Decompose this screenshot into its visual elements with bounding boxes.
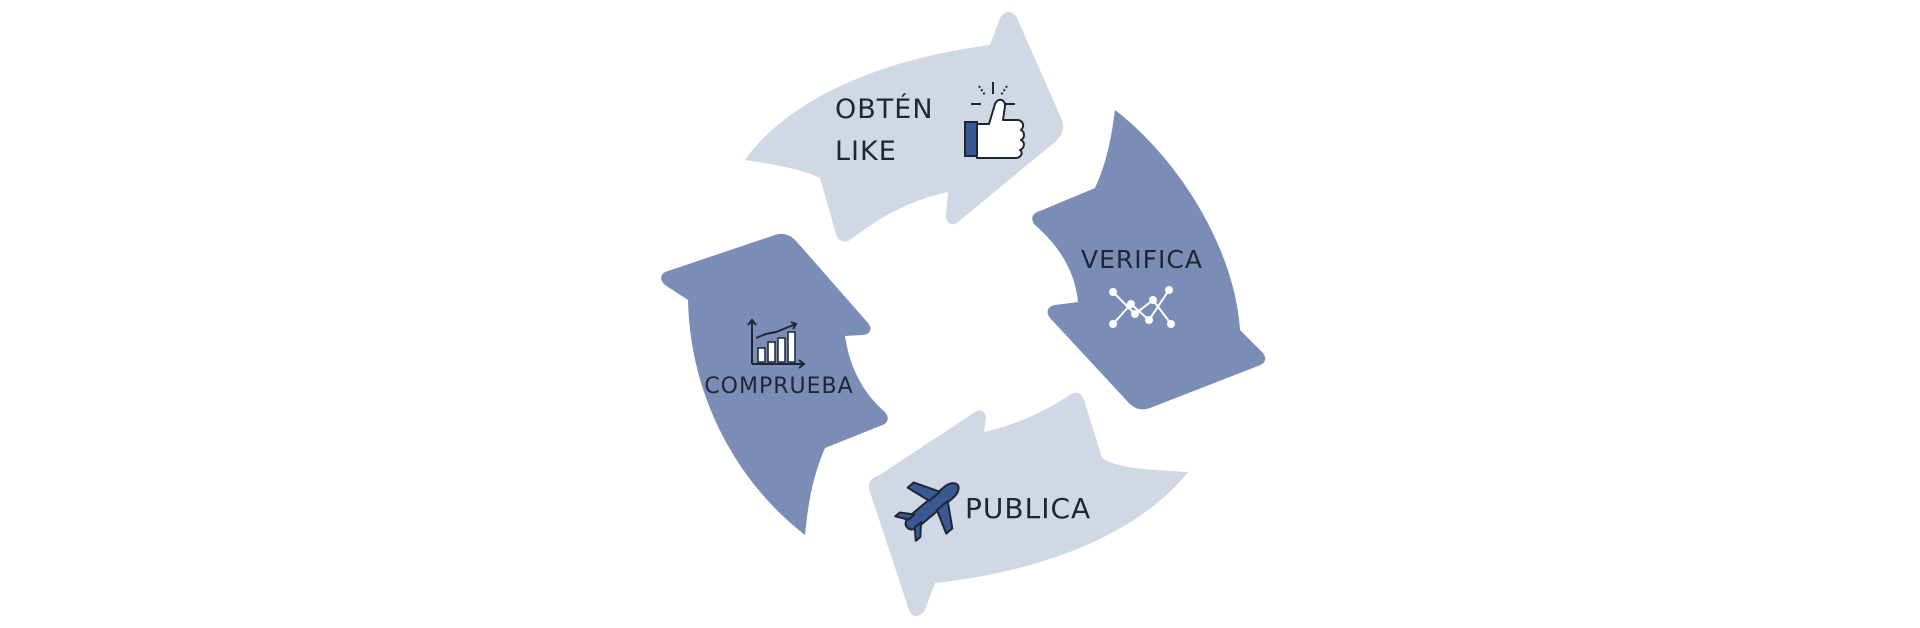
network-chart-icon	[1109, 286, 1175, 328]
bar-chart-icon	[747, 318, 806, 369]
verifica-label: VERIFICA	[1081, 245, 1203, 274]
obten-like-label-line2: LIKE	[835, 136, 897, 167]
thumbs-up-icon	[964, 82, 1025, 159]
airplane-icon	[894, 481, 960, 542]
arrow-obten-like	[745, 12, 1064, 242]
arrow-comprueba	[661, 233, 888, 535]
publica-label: PUBLICA	[965, 492, 1091, 525]
arrow-publica	[868, 392, 1188, 616]
arrow-verifica	[1032, 110, 1266, 410]
obten-like-label-line1: OBTÉN	[835, 93, 934, 125]
comprueba-label: COMPRUEBA	[704, 374, 853, 399]
